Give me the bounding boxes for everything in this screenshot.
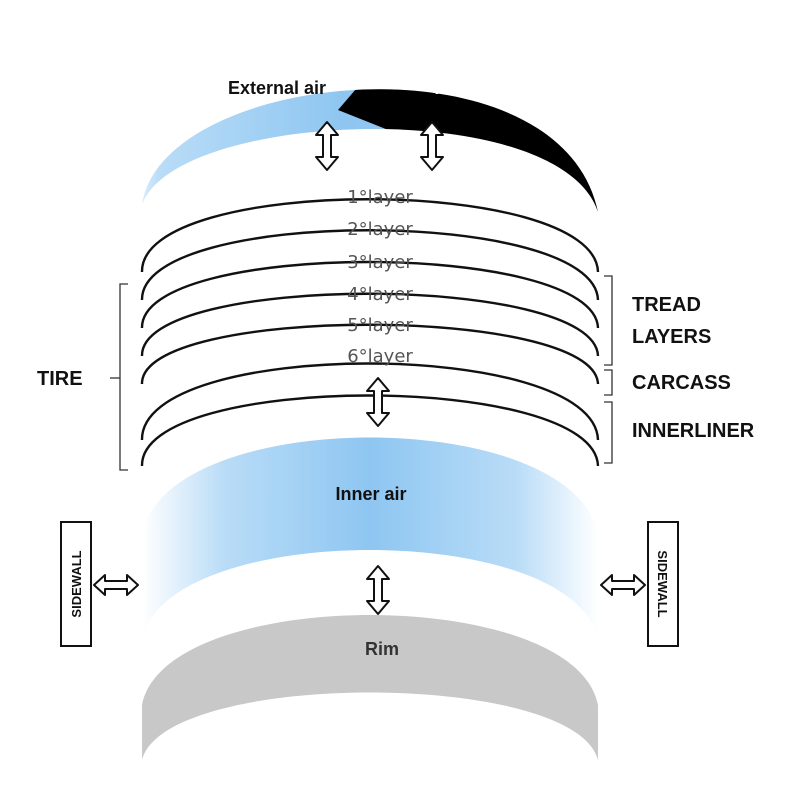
sidewall-left-label: SIDEWALL: [69, 550, 84, 617]
layer-label-6: 6°layer: [347, 346, 413, 367]
arrow-road: [420, 121, 444, 171]
arrow-inner-air-rim: [366, 565, 390, 615]
innerliner-label: INNERLINER: [632, 420, 755, 442]
right-brackets: [604, 275, 613, 464]
arch-2: [140, 229, 600, 301]
innerliner-bracket: [604, 401, 613, 464]
sidewall-right-label: SIDEWALL: [655, 550, 670, 617]
carcass-bracket: [604, 369, 613, 396]
layer-labels: 1°layer 2°layer 3°layer 4°layer 5°layer …: [347, 187, 413, 367]
arrow-sidewall-left: [93, 574, 139, 596]
sidewall-right-group: SIDEWALL: [600, 521, 679, 647]
sidewall-left-box: [60, 521, 92, 647]
tread-layer-arches: [140, 198, 600, 467]
layer-label-2: 2°layer: [347, 219, 413, 240]
tire-bracket: [110, 283, 128, 471]
rim-band: Rim: [142, 615, 598, 760]
sidewall-left-group: SIDEWALL: [60, 521, 139, 647]
arrow-sidewall-right: [600, 574, 646, 596]
tire-label: TIRE: [37, 368, 83, 390]
rim-label: Rim: [365, 639, 399, 659]
inner-air-label: Inner air: [335, 484, 406, 504]
road-label: Road: [435, 78, 480, 98]
arch-innerliner: [140, 394, 600, 467]
arch-5: [140, 323, 600, 385]
arrow-external-air: [315, 121, 339, 171]
sidewall-right-box: [647, 521, 679, 647]
arch-1: [140, 198, 600, 273]
arch-4: [140, 292, 600, 357]
arch-6: [140, 362, 600, 441]
tread-layers-label-line1: TREAD: [632, 294, 701, 316]
arrow-tire-inner-air: [366, 377, 390, 427]
tread-layers-label-line2: LAYERS: [632, 326, 711, 348]
layer-label-5: 5°layer: [347, 315, 413, 336]
external-air-label: External air: [228, 78, 326, 98]
carcass-label: CARCASS: [632, 372, 731, 394]
inner-air-band: Inner air: [142, 437, 598, 640]
arch-3: [140, 260, 600, 329]
layer-label-3: 3°layer: [347, 252, 413, 273]
layer-label-1: 1°layer: [347, 187, 413, 208]
tread-layers-bracket: [604, 275, 613, 366]
layer-label-4: 4°layer: [347, 284, 413, 305]
